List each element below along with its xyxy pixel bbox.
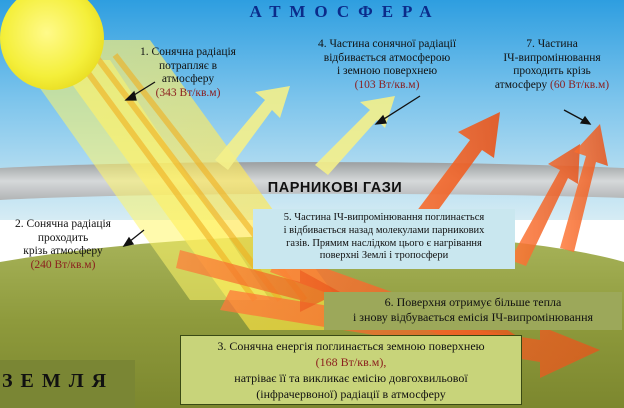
earth-title: ЗЕМЛЯ <box>2 370 115 392</box>
box-surface-absorbs: 3. Сонячна енергія поглинається земною п… <box>180 335 522 405</box>
label-solar-reflected: 4. Частина сонячної радіації відбиваєтьс… <box>317 38 457 91</box>
label-solar-through-atmosphere: 2. Сонячна радіація проходить крізь атмо… <box>15 218 111 271</box>
reflected-solar-arrows <box>215 86 395 175</box>
sun-icon <box>0 0 104 90</box>
label-ir-escapes: 7. Частина ІЧ-випромінювання проходить к… <box>494 38 610 91</box>
earth-label-panel <box>0 360 135 408</box>
label-solar-incoming: 1. Сонячна радіація потрапляє в атмосфер… <box>140 46 236 99</box>
box-surface-reemits: 6. Поверхня отримує більше тепла і знову… <box>324 292 622 330</box>
atmosphere-title: АТМОСФЕРА <box>249 2 441 21</box>
box-ir-absorbed-by-gases: 5. Частина ІЧ-випромінювання поглинаєтьс… <box>253 209 515 269</box>
greenhouse-gas-label: ПАРНИКОВІ ГАЗИ <box>267 180 403 196</box>
pointer-arrows <box>122 81 592 247</box>
